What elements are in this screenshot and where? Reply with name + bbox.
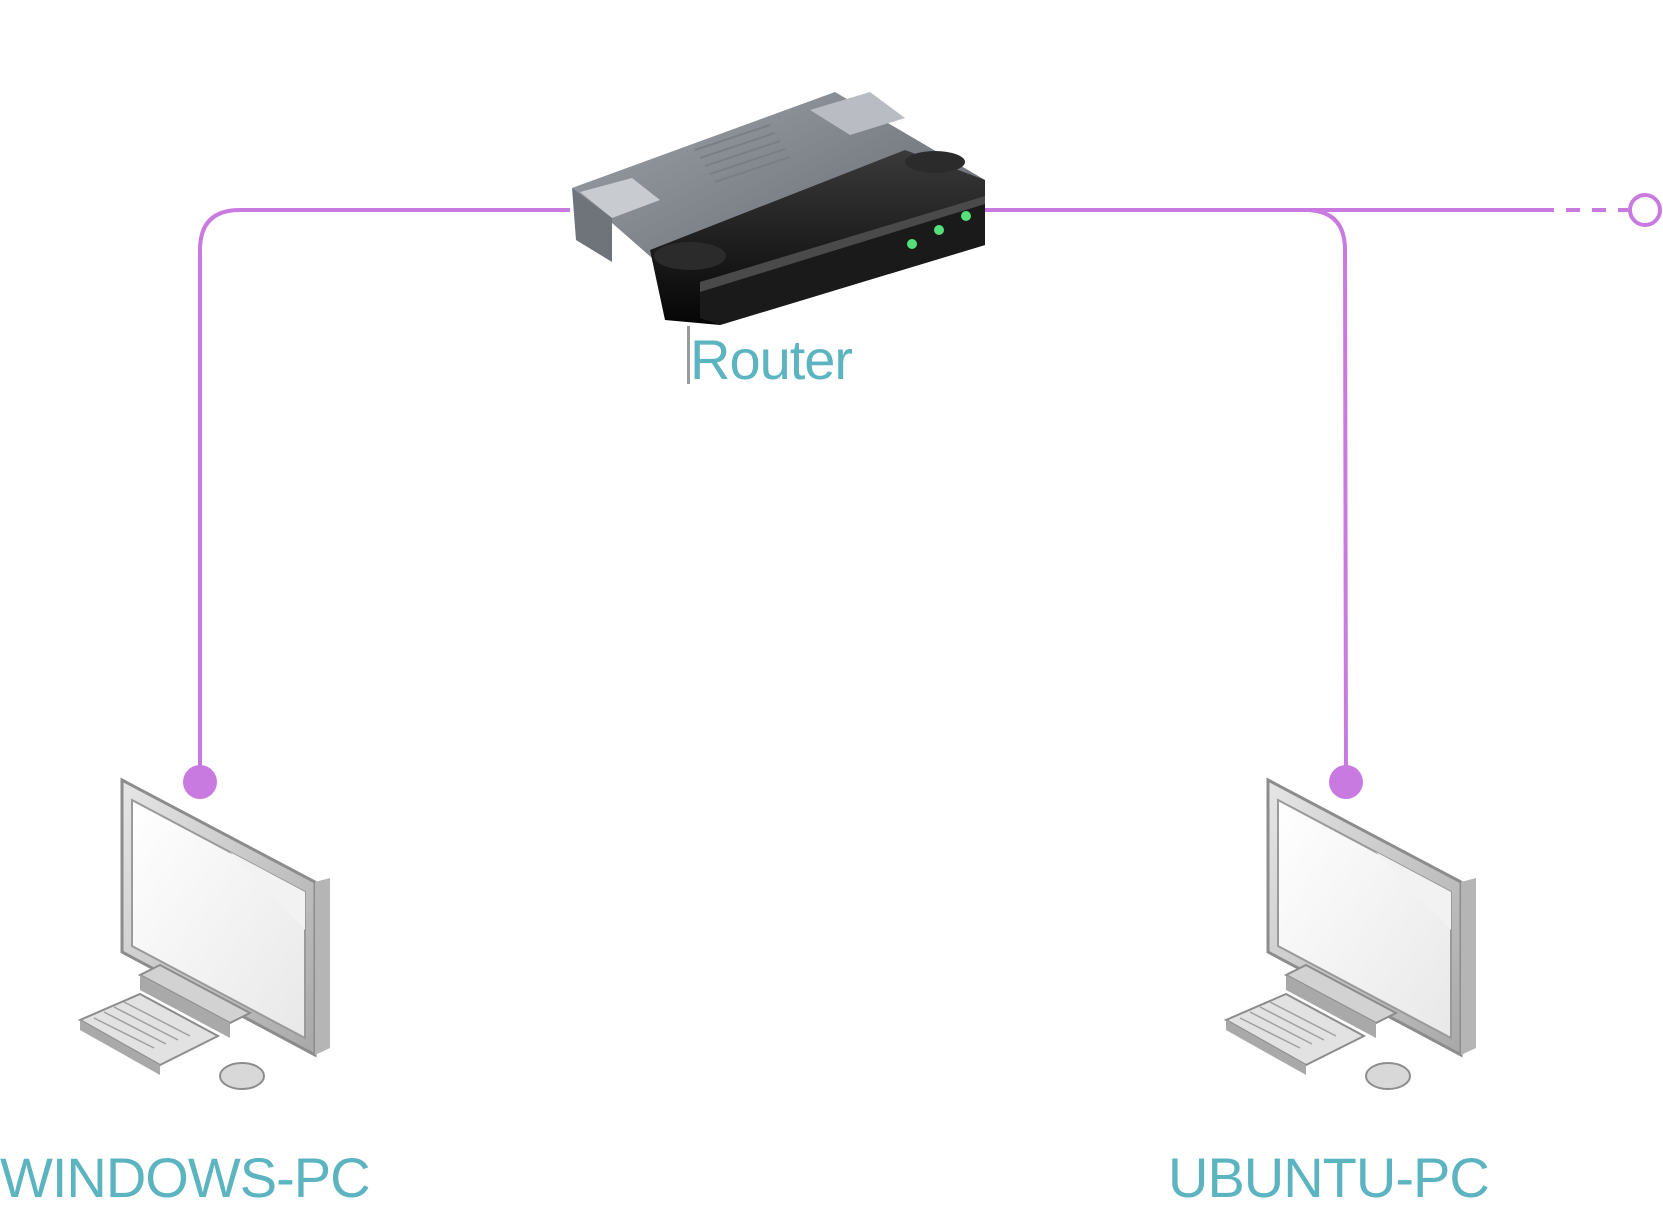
link-router-windows[interactable]	[198, 208, 570, 782]
ubuntu-pc-label[interactable]: UBUNTU-PC	[1168, 1146, 1490, 1209]
windows-pc-icon[interactable]	[77, 777, 330, 1090]
router-label[interactable]: Router	[690, 328, 853, 391]
link-router-ubuntu[interactable]	[985, 208, 1348, 783]
link-endpoint-windows[interactable]	[183, 765, 217, 799]
ubuntu-pc-icon[interactable]	[1223, 777, 1476, 1090]
link-endpoint-ubuntu[interactable]	[1329, 765, 1363, 799]
text-cursor	[687, 326, 690, 384]
links-group	[198, 208, 1628, 783]
router-icon[interactable]	[572, 92, 985, 325]
router-led-2	[934, 225, 944, 235]
router-led-3	[961, 211, 971, 221]
windows-pc-label[interactable]: WINDOWS-PC	[0, 1146, 371, 1209]
link-endpoint-external-open[interactable]	[1628, 193, 1662, 227]
router-led-1	[907, 239, 917, 249]
